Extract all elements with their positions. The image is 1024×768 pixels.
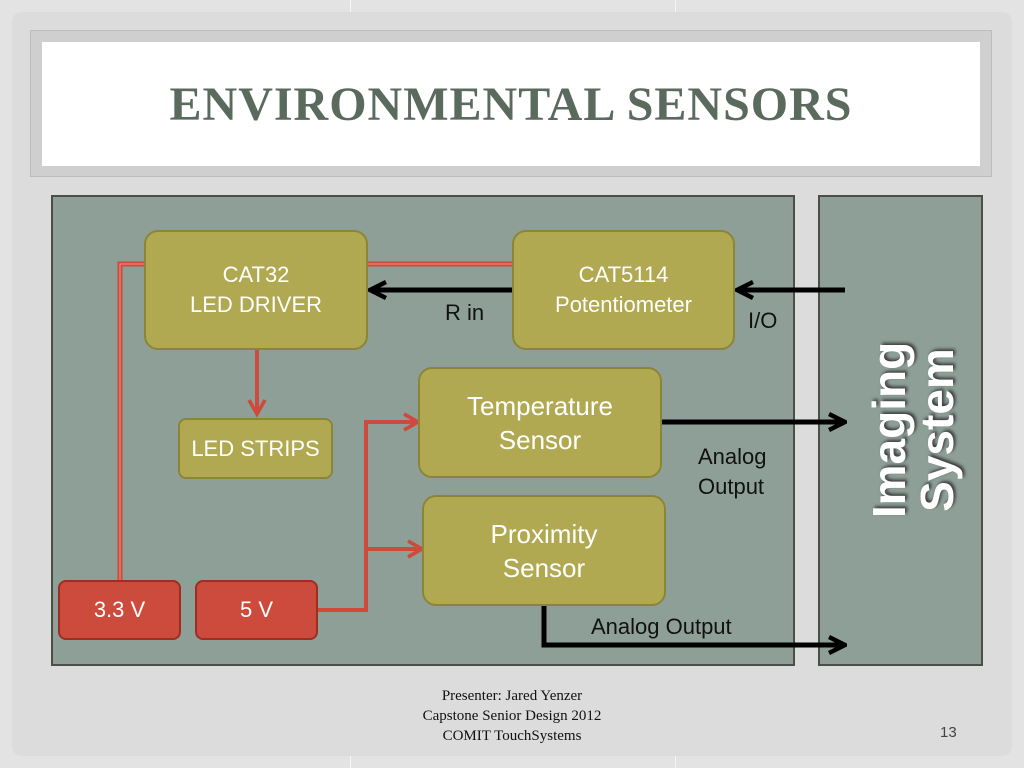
label-line: Output bbox=[698, 474, 765, 499]
block-label: Temperature bbox=[467, 390, 613, 421]
block-label: LED STRIPS bbox=[191, 435, 320, 461]
cat32-led-driver-block: CAT32 LED DRIVER bbox=[144, 230, 368, 350]
cat5114-potentiometer-block: CAT5114 Potentiometer bbox=[512, 230, 735, 350]
wire-5v-to-sensors bbox=[316, 412, 422, 612]
label-line: Analog bbox=[698, 444, 767, 469]
presenter-footer: Presenter: Jared Yenzer Capstone Senior … bbox=[362, 686, 662, 746]
slide-number: 13 bbox=[940, 724, 957, 741]
block-label: Potentiometer bbox=[555, 292, 692, 317]
imaging-system-label: Imaging System bbox=[863, 341, 963, 519]
block-label: Sensor bbox=[498, 424, 582, 455]
imaging-line: Imaging bbox=[863, 341, 915, 519]
temperature-sensor-block: Temperature Sensor bbox=[418, 367, 662, 478]
power-3v3-block: 3.3 V bbox=[58, 580, 181, 640]
block-label: 5 V bbox=[239, 597, 274, 622]
block-label: Proximity bbox=[490, 518, 598, 549]
power-5v-block: 5 V bbox=[195, 580, 318, 640]
footer-line: Presenter: Jared Yenzer bbox=[441, 688, 583, 704]
led-strips-block: LED STRIPS bbox=[178, 418, 333, 479]
r-in-label: R in bbox=[445, 300, 485, 325]
title-box: ENVIRONMENTAL SENSORS bbox=[42, 42, 980, 166]
analog-output-label-2: Analog Output bbox=[591, 614, 732, 639]
block-label: LED DRIVER bbox=[189, 292, 323, 317]
footer-line: Capstone Senior Design 2012 bbox=[422, 708, 602, 724]
arrow-proximity-output bbox=[541, 603, 845, 645]
analog-output-label: Analog Output bbox=[698, 442, 767, 502]
imaging-line: System bbox=[911, 348, 963, 512]
block-label: Sensor bbox=[502, 552, 586, 583]
io-label: I/O bbox=[748, 308, 778, 333]
block-label: 3.3 V bbox=[93, 597, 146, 622]
footer-line: COMIT TouchSystems bbox=[442, 728, 582, 744]
proximity-sensor-block: Proximity Sensor bbox=[422, 495, 666, 606]
slide-title: ENVIRONMENTAL SENSORS bbox=[169, 77, 853, 131]
block-label: CAT32 bbox=[222, 262, 290, 287]
block-label: CAT5114 bbox=[578, 262, 669, 287]
